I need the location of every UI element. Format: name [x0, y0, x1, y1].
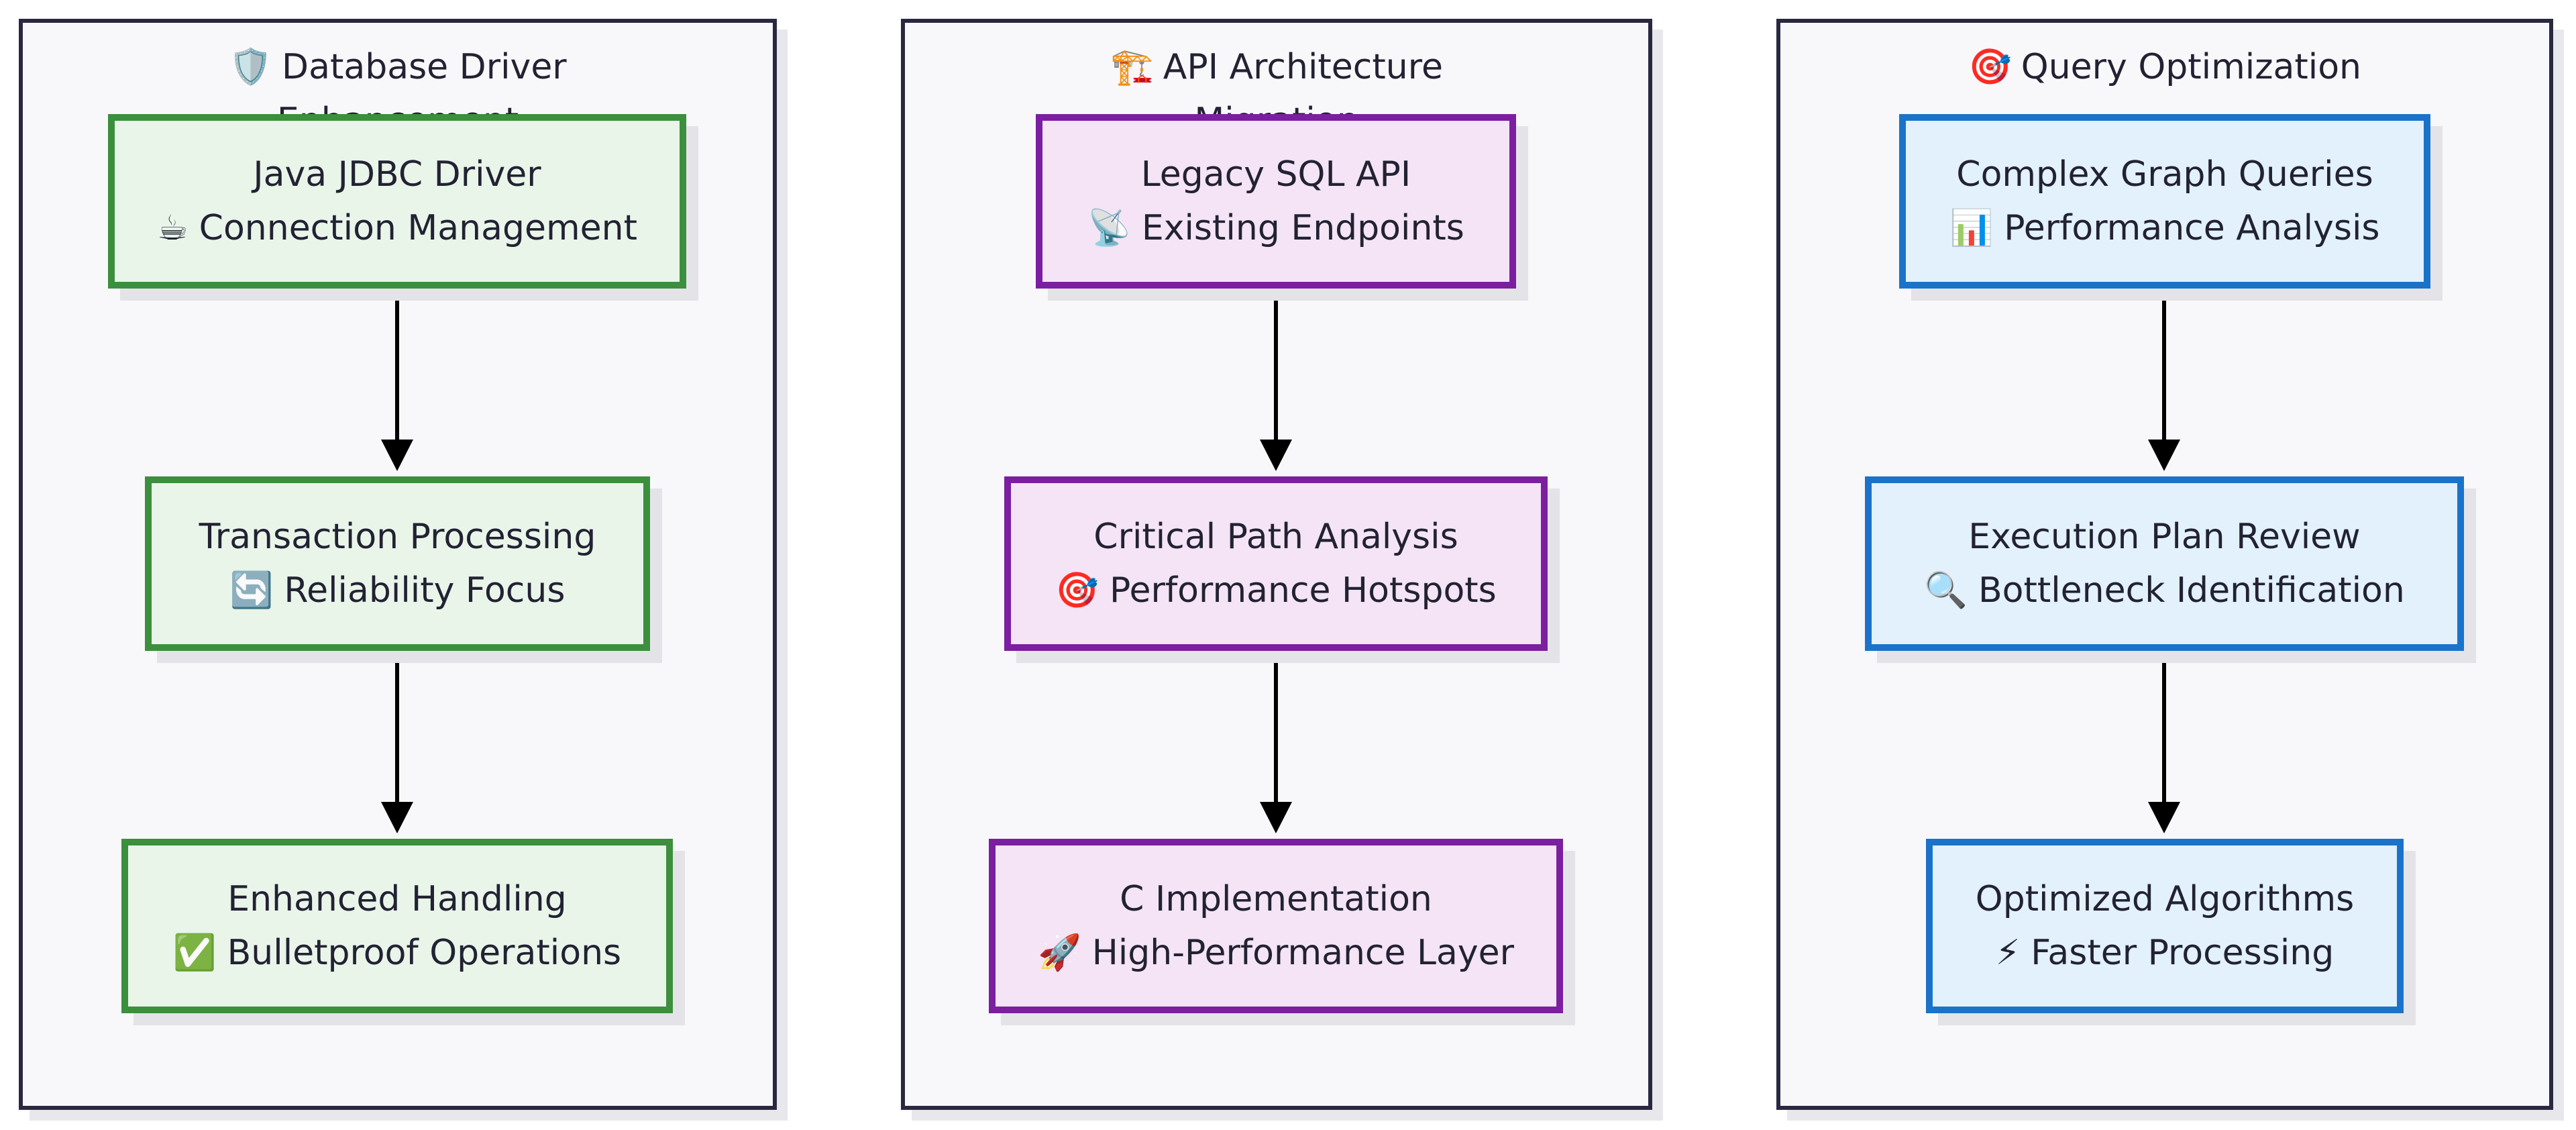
- node-sublabel-text: Bulletproof Operations: [227, 933, 622, 973]
- node-critical-path-analysis: Critical Path Analysis 🎯 Performance Hots…: [1004, 476, 1548, 651]
- node-label: Critical Path Analysis: [1093, 517, 1458, 557]
- node-sublabel: ⚡Faster Processing: [1996, 926, 2334, 980]
- node-sublabel: 🔍Bottleneck Identification: [1924, 564, 2405, 617]
- node-optimized-algorithms: Optimized Algorithms ⚡Faster Processing: [1926, 839, 2404, 1013]
- check-mark-icon: ✅: [172, 933, 217, 973]
- node-transaction-processing: Transaction Processing 🔄Reliability Focu…: [145, 476, 650, 651]
- node-sublabel-text: Existing Endpoints: [1141, 208, 1464, 248]
- node-sublabel-text: Reliability Focus: [284, 570, 566, 611]
- construction-crane-icon: 🏗️: [1110, 47, 1154, 87]
- coffee-icon: ☕: [157, 208, 189, 248]
- lightning-icon: ⚡: [1995, 933, 2021, 973]
- node-sublabel: 🚀High-Performance Layer: [1038, 926, 1514, 980]
- node-sublabel-text: Connection Management: [199, 208, 637, 248]
- node-sublabel-text: High-Performance Layer: [1091, 933, 1515, 973]
- node-label: Transaction Processing: [199, 517, 596, 557]
- node-label: Execution Plan Review: [1968, 517, 2361, 557]
- node-label: Complex Graph Queries: [1956, 154, 2373, 195]
- panel-title-text: Query Optimization: [2021, 47, 2361, 87]
- node-label: Java JDBC Driver: [253, 154, 541, 195]
- node-sublabel-text: Performance Hotspots: [1110, 570, 1497, 611]
- node-sublabel: 🎯 Performance Hotspots: [1055, 564, 1497, 617]
- node-sublabel: ☕Connection Management: [157, 201, 637, 255]
- target-icon: 🎯: [1968, 47, 2012, 87]
- node-c-implementation: C Implementation 🚀High-Performance Layer: [989, 839, 1563, 1013]
- node-complex-graph-queries: Complex Graph Queries 📊Performance Analy…: [1899, 114, 2430, 289]
- node-legacy-sql-api: Legacy SQL API 📡Existing Endpoints: [1036, 114, 1516, 289]
- refresh-icon: 🔄: [229, 570, 274, 611]
- node-execution-plan-review: Execution Plan Review 🔍Bottleneck Identi…: [1865, 476, 2464, 651]
- node-label: Optimized Algorithms: [1975, 879, 2355, 919]
- shield-icon: 🛡️: [229, 47, 273, 87]
- node-sublabel-text: Performance Analysis: [2004, 208, 2380, 248]
- node-label: Legacy SQL API: [1140, 154, 1411, 195]
- bar-chart-icon: 📊: [1949, 208, 1994, 248]
- rocket-icon: 🚀: [1037, 933, 1081, 973]
- panel-title: 🎯Query Optimization: [1780, 40, 2549, 94]
- node-sublabel: 📡Existing Endpoints: [1087, 201, 1464, 255]
- target-icon: 🎯: [1055, 570, 1099, 611]
- node-sublabel: 📊Performance Analysis: [1949, 201, 2379, 255]
- node-sublabel: 🔄Reliability Focus: [230, 564, 566, 617]
- node-label: C Implementation: [1120, 879, 1432, 919]
- satellite-antenna-icon: 📡: [1087, 208, 1131, 248]
- node-sublabel-text: Faster Processing: [2031, 933, 2334, 973]
- magnifier-icon: 🔍: [1924, 570, 1968, 611]
- node-java-jdbc-driver: Java JDBC Driver ☕Connection Management: [108, 114, 686, 289]
- node-sublabel: ✅Bulletproof Operations: [173, 926, 621, 980]
- node-label: Enhanced Handling: [227, 879, 567, 919]
- node-sublabel-text: Bottleneck Identification: [1978, 570, 2405, 611]
- node-enhanced-handling: Enhanced Handling ✅Bulletproof Operation…: [121, 839, 673, 1013]
